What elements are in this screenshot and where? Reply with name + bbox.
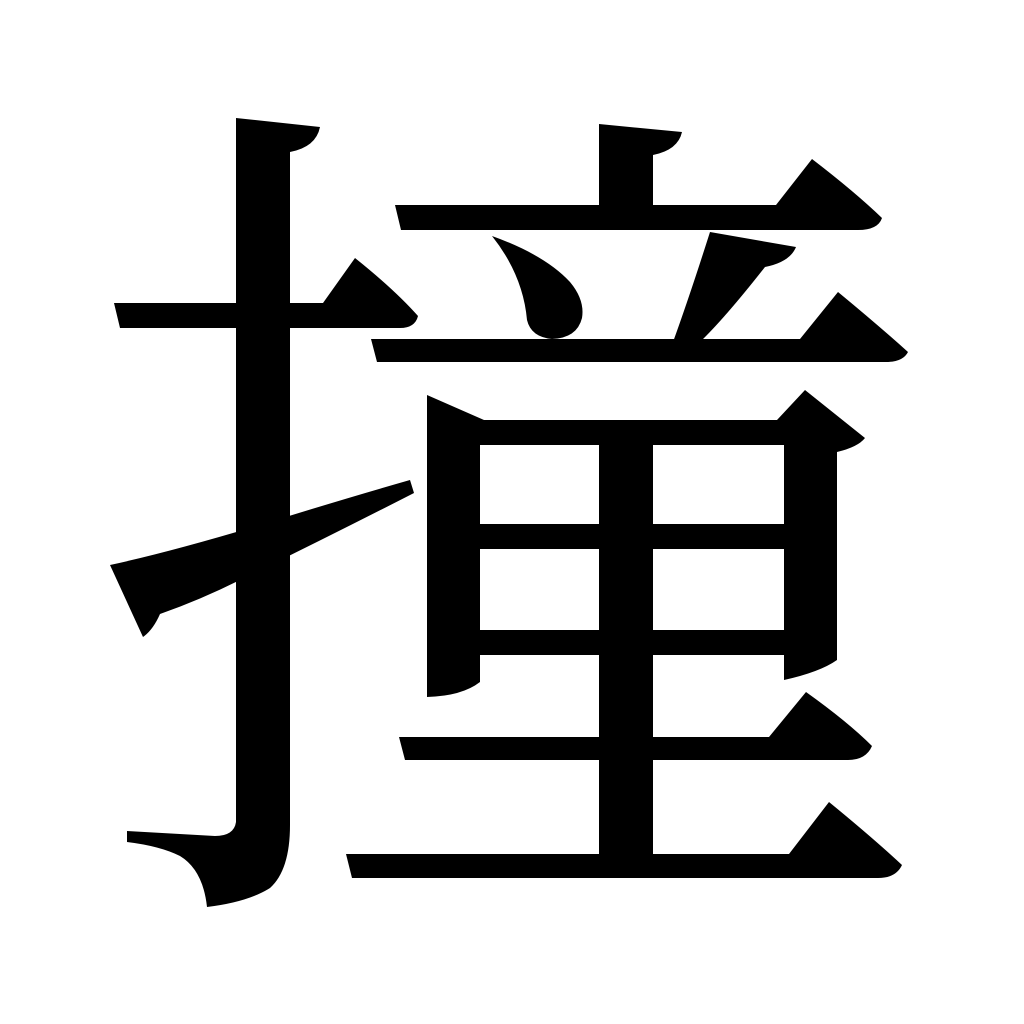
- hand-radical-rising-stroke: [110, 480, 414, 637]
- third-horizontal: [399, 692, 872, 760]
- hand-radical-vertical-hook: [127, 118, 320, 907]
- first-horizontal: [395, 159, 882, 230]
- second-horizontal: [371, 292, 908, 362]
- right-slant: [673, 232, 796, 342]
- glyph-strokes: [110, 118, 908, 907]
- left-dot: [492, 236, 583, 339]
- top-vertical: [599, 124, 682, 212]
- bottom-horizontal: [346, 802, 902, 878]
- li-center-vertical: [599, 420, 653, 860]
- hand-radical-horizontal: [114, 258, 418, 328]
